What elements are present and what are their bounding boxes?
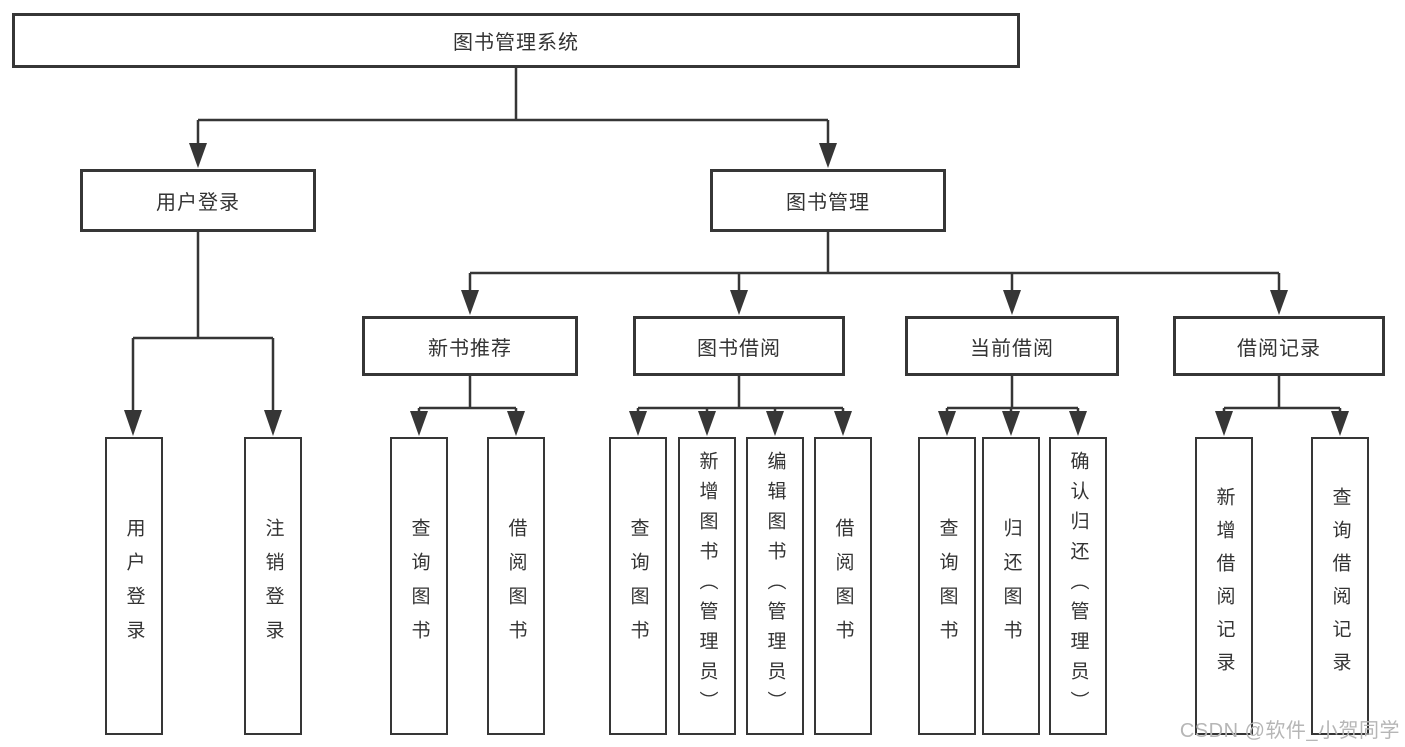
leaf-add-book-admin: 新增图书（管理员） — [678, 437, 736, 735]
leaf-label: 查询图书 — [627, 518, 649, 654]
leaf-query-books: 查询图书 — [390, 437, 448, 735]
node-new-book-recommendation: 新书推荐 — [362, 316, 578, 376]
arrow-down-icon — [461, 290, 479, 315]
arrow-down-icon — [1215, 411, 1233, 436]
node-label: 用户登录 — [156, 192, 240, 214]
node-borrowing-records: 借阅记录 — [1173, 316, 1385, 376]
arrow-down-icon — [938, 411, 956, 436]
leaf-borrow-books: 借阅图书 — [814, 437, 872, 735]
connector-records-to-leaves — [1222, 376, 1342, 414]
node-label: 借阅记录 — [1237, 337, 1321, 360]
node-label: 图书管理系统 — [453, 32, 579, 54]
arrow-down-icon — [819, 143, 837, 168]
leaf-label: 归还图书 — [1000, 518, 1022, 654]
arrow-down-icon — [410, 411, 428, 436]
leaf-add-borrow-record: 新增借阅记录 — [1195, 437, 1253, 735]
leaf-logout: 注销登录 — [244, 437, 302, 735]
connector-currentborrow-to-leaves — [945, 376, 1080, 414]
arrow-down-icon — [730, 290, 748, 315]
arrowheads — [124, 143, 1349, 436]
leaf-label: 借阅图书 — [832, 518, 854, 654]
arrow-down-icon — [834, 411, 852, 436]
leaf-borrow-books: 借阅图书 — [487, 437, 545, 735]
arrow-down-icon — [629, 411, 647, 436]
connector-userlogin-to-leaves — [131, 232, 275, 414]
arrow-down-icon — [1270, 290, 1288, 315]
leaf-label: 新增借阅记录 — [1213, 487, 1235, 685]
node-label: 新书推荐 — [428, 337, 512, 360]
arrow-down-icon — [766, 411, 784, 436]
node-book-borrowing: 图书借阅 — [633, 316, 845, 376]
leaf-label: 查询借阅记录 — [1329, 487, 1351, 685]
leaf-return-books: 归还图书 — [982, 437, 1040, 735]
leaf-label: 用户登录 — [123, 518, 145, 654]
leaf-edit-book-admin: 编辑图书（管理员） — [746, 437, 804, 735]
leaf-label: 确认归还（管理员） — [1067, 451, 1089, 721]
node-book-management-branch: 图书管理 — [710, 169, 946, 232]
csdn-watermark: CSDN @软件_小贺同学 — [1179, 720, 1400, 742]
leaf-label: 编辑图书（管理员） — [764, 451, 786, 721]
arrow-down-icon — [124, 410, 142, 436]
leaf-query-books: 查询图书 — [609, 437, 667, 735]
node-label: 当前借阅 — [970, 337, 1054, 360]
leaf-label: 借阅图书 — [505, 518, 527, 654]
arrow-down-icon — [1002, 411, 1020, 436]
connector-bookborrow-to-leaves — [636, 376, 845, 414]
leaf-label: 新增图书（管理员） — [696, 451, 718, 721]
arrow-down-icon — [1069, 411, 1087, 436]
node-label: 图书借阅 — [697, 337, 781, 360]
node-current-borrowing: 当前借阅 — [905, 316, 1119, 376]
leaf-label: 注销登录 — [262, 518, 284, 654]
connector-root-to-level2 — [196, 68, 830, 146]
leaf-label: 查询图书 — [936, 518, 958, 654]
leaf-user-login: 用户登录 — [105, 437, 163, 735]
arrow-down-icon — [698, 411, 716, 436]
arrow-down-icon — [507, 411, 525, 436]
leaf-query-borrow-record: 查询借阅记录 — [1311, 437, 1369, 735]
leaf-confirm-return-admin: 确认归还（管理员） — [1049, 437, 1107, 735]
arrow-down-icon — [264, 410, 282, 436]
connector-newbook-to-leaves — [417, 376, 518, 414]
arrow-down-icon — [1331, 411, 1349, 436]
leaf-query-books: 查询图书 — [918, 437, 976, 735]
connector-bookmgmt-to-level3 — [468, 232, 1281, 293]
node-library-management-system: 图书管理系统 — [12, 13, 1020, 68]
arrow-down-icon — [189, 143, 207, 168]
arrow-down-icon — [1003, 290, 1021, 315]
leaf-label: 查询图书 — [408, 518, 430, 654]
node-user-login-branch: 用户登录 — [80, 169, 316, 232]
node-label: 图书管理 — [786, 192, 870, 214]
